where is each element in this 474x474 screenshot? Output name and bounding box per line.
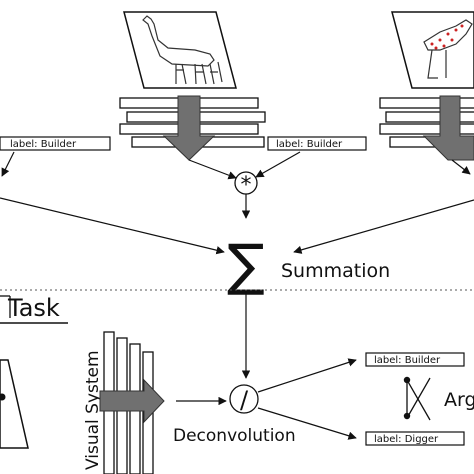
label-builder-right: label: Builder (276, 139, 343, 150)
summation-label: Summation (281, 260, 390, 282)
visual-system-label: Visual System (83, 350, 103, 470)
argmax-cross (403, 376, 431, 421)
label-builder-bottom: label: Builder (374, 355, 441, 366)
arrow-right-stack-down (451, 159, 471, 175)
arrow-stack-to-multiply (188, 159, 237, 180)
arrow-right-to-sum (293, 199, 474, 254)
multiply-symbol: * (241, 173, 252, 198)
arg-label: Arg (444, 389, 474, 411)
left-feature-stack (119, 95, 266, 161)
bottom-left-stimulus (0, 359, 29, 449)
deconvolution-label: Deconvolution (173, 426, 296, 446)
divide-node: / (229, 384, 259, 414)
arrow-left-label-down (1, 151, 15, 177)
right-feature-stack (379, 95, 474, 161)
output-label-digger: label: Digger (365, 431, 465, 446)
visual-system-arrow (99, 378, 165, 424)
arrow-divide-to-digger (257, 407, 357, 440)
arrow-label-to-multiply (255, 151, 301, 178)
right-stimulus-image (391, 11, 474, 89)
left-down-arrow (162, 95, 216, 161)
label-digger-bottom: label: Digger (374, 434, 439, 445)
right-down-arrow (422, 95, 474, 161)
arrow-left-to-sum (0, 197, 225, 255)
output-label-builder: label: Builder (365, 352, 465, 367)
sum-symbol: ∑ (227, 233, 265, 298)
label-box-right: label: Builder (267, 136, 367, 151)
task-heading: Task (7, 294, 60, 322)
label-box-left: label: Builder (0, 136, 111, 151)
arrow-divide-to-builder (257, 358, 357, 393)
divide-symbol: / (240, 386, 249, 414)
left-stimulus-image (123, 11, 237, 89)
label-builder-left: label: Builder (10, 139, 77, 150)
multiply-node: * (234, 171, 258, 198)
